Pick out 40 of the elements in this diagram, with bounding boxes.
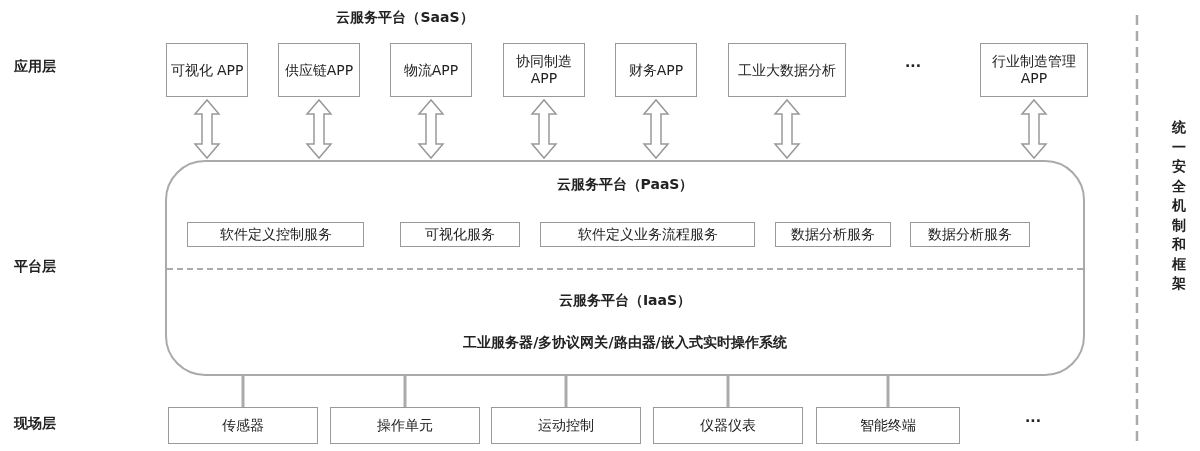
- app-box: 行业制造管理 APP: [980, 43, 1088, 97]
- device-box: 传感器: [168, 407, 318, 444]
- platform-heading: 云服务平台（PaaS）: [555, 176, 695, 193]
- service-box: 数据分析服务: [775, 222, 891, 247]
- layer-label: 应用层: [14, 58, 56, 76]
- app-box: 可视化 APP: [166, 43, 248, 97]
- app-box: 工业大数据分析: [728, 43, 846, 97]
- app-box: 物流APP: [390, 43, 472, 97]
- app-box: 供应链APP: [278, 43, 360, 97]
- double-arrow: [193, 98, 221, 160]
- connector-line: [564, 376, 568, 407]
- device-box: 运动控制: [491, 407, 641, 444]
- connector-line: [241, 376, 245, 407]
- layer-label: 平台层: [14, 258, 56, 276]
- ellipsis: ···: [1025, 413, 1041, 429]
- connector-line: [886, 376, 890, 407]
- double-arrow: [642, 98, 670, 160]
- double-arrow: [417, 98, 445, 160]
- platform-heading: 云服务平台（IaaS）: [557, 292, 693, 309]
- double-arrow: [305, 98, 333, 160]
- platform-description: 工业服务器/多协议网关/路由器/嵌入式实时操作系统: [462, 334, 788, 351]
- app-box: 财务APP: [615, 43, 697, 97]
- double-arrow: [773, 98, 801, 160]
- device-box: 智能终端: [816, 407, 960, 444]
- layer-label: 现场层: [14, 415, 56, 433]
- section-title: 云服务平台（SaaS）: [336, 9, 474, 27]
- service-box: 数据分析服务: [910, 222, 1030, 247]
- double-arrow: [1020, 98, 1048, 160]
- platform-panel: [165, 160, 1085, 376]
- double-arrow: [530, 98, 558, 160]
- service-box: 可视化服务: [400, 222, 520, 247]
- connector-line: [403, 376, 407, 407]
- service-box: 软件定义控制服务: [187, 222, 364, 247]
- ellipsis: ···: [905, 58, 921, 74]
- connector-line: [726, 376, 730, 407]
- device-box: 操作单元: [330, 407, 480, 444]
- side-label: 统一安全机制和框架: [1172, 118, 1187, 293]
- app-box: 协同制造 APP: [503, 43, 585, 97]
- device-box: 仪器仪表: [653, 407, 803, 444]
- service-box: 软件定义业务流程服务: [540, 222, 755, 247]
